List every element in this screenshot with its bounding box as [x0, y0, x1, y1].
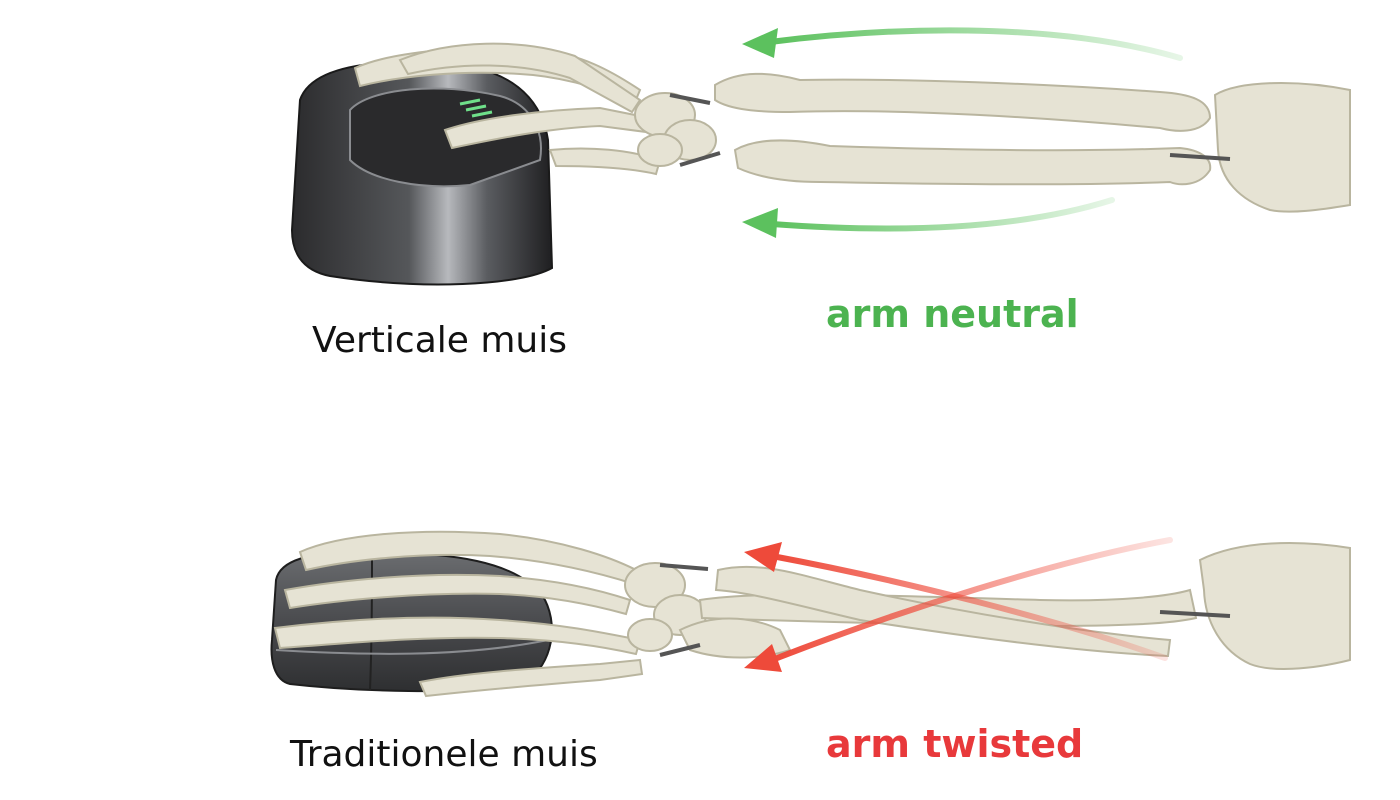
panel-bottom [270, 530, 1351, 698]
twisted-arrow-lower [744, 537, 1173, 672]
twisted-arrow-upper [744, 542, 1168, 661]
skeleton-arm-icon [353, 42, 1351, 213]
neutral-arrow-upper [742, 27, 1183, 61]
neutral-arrow-lower [742, 197, 1115, 238]
arm-twisted-label: arm twisted [826, 722, 1084, 766]
traditional-mouse-caption: Traditionele muis [290, 734, 598, 775]
arm-neutral-label: arm neutral [826, 292, 1079, 336]
vertical-mouse-caption: Verticale muis [312, 320, 567, 361]
skeleton-arm-twisted-icon [273, 530, 1351, 698]
panel-top [290, 27, 1351, 286]
vertical-mouse-icon [290, 60, 554, 286]
